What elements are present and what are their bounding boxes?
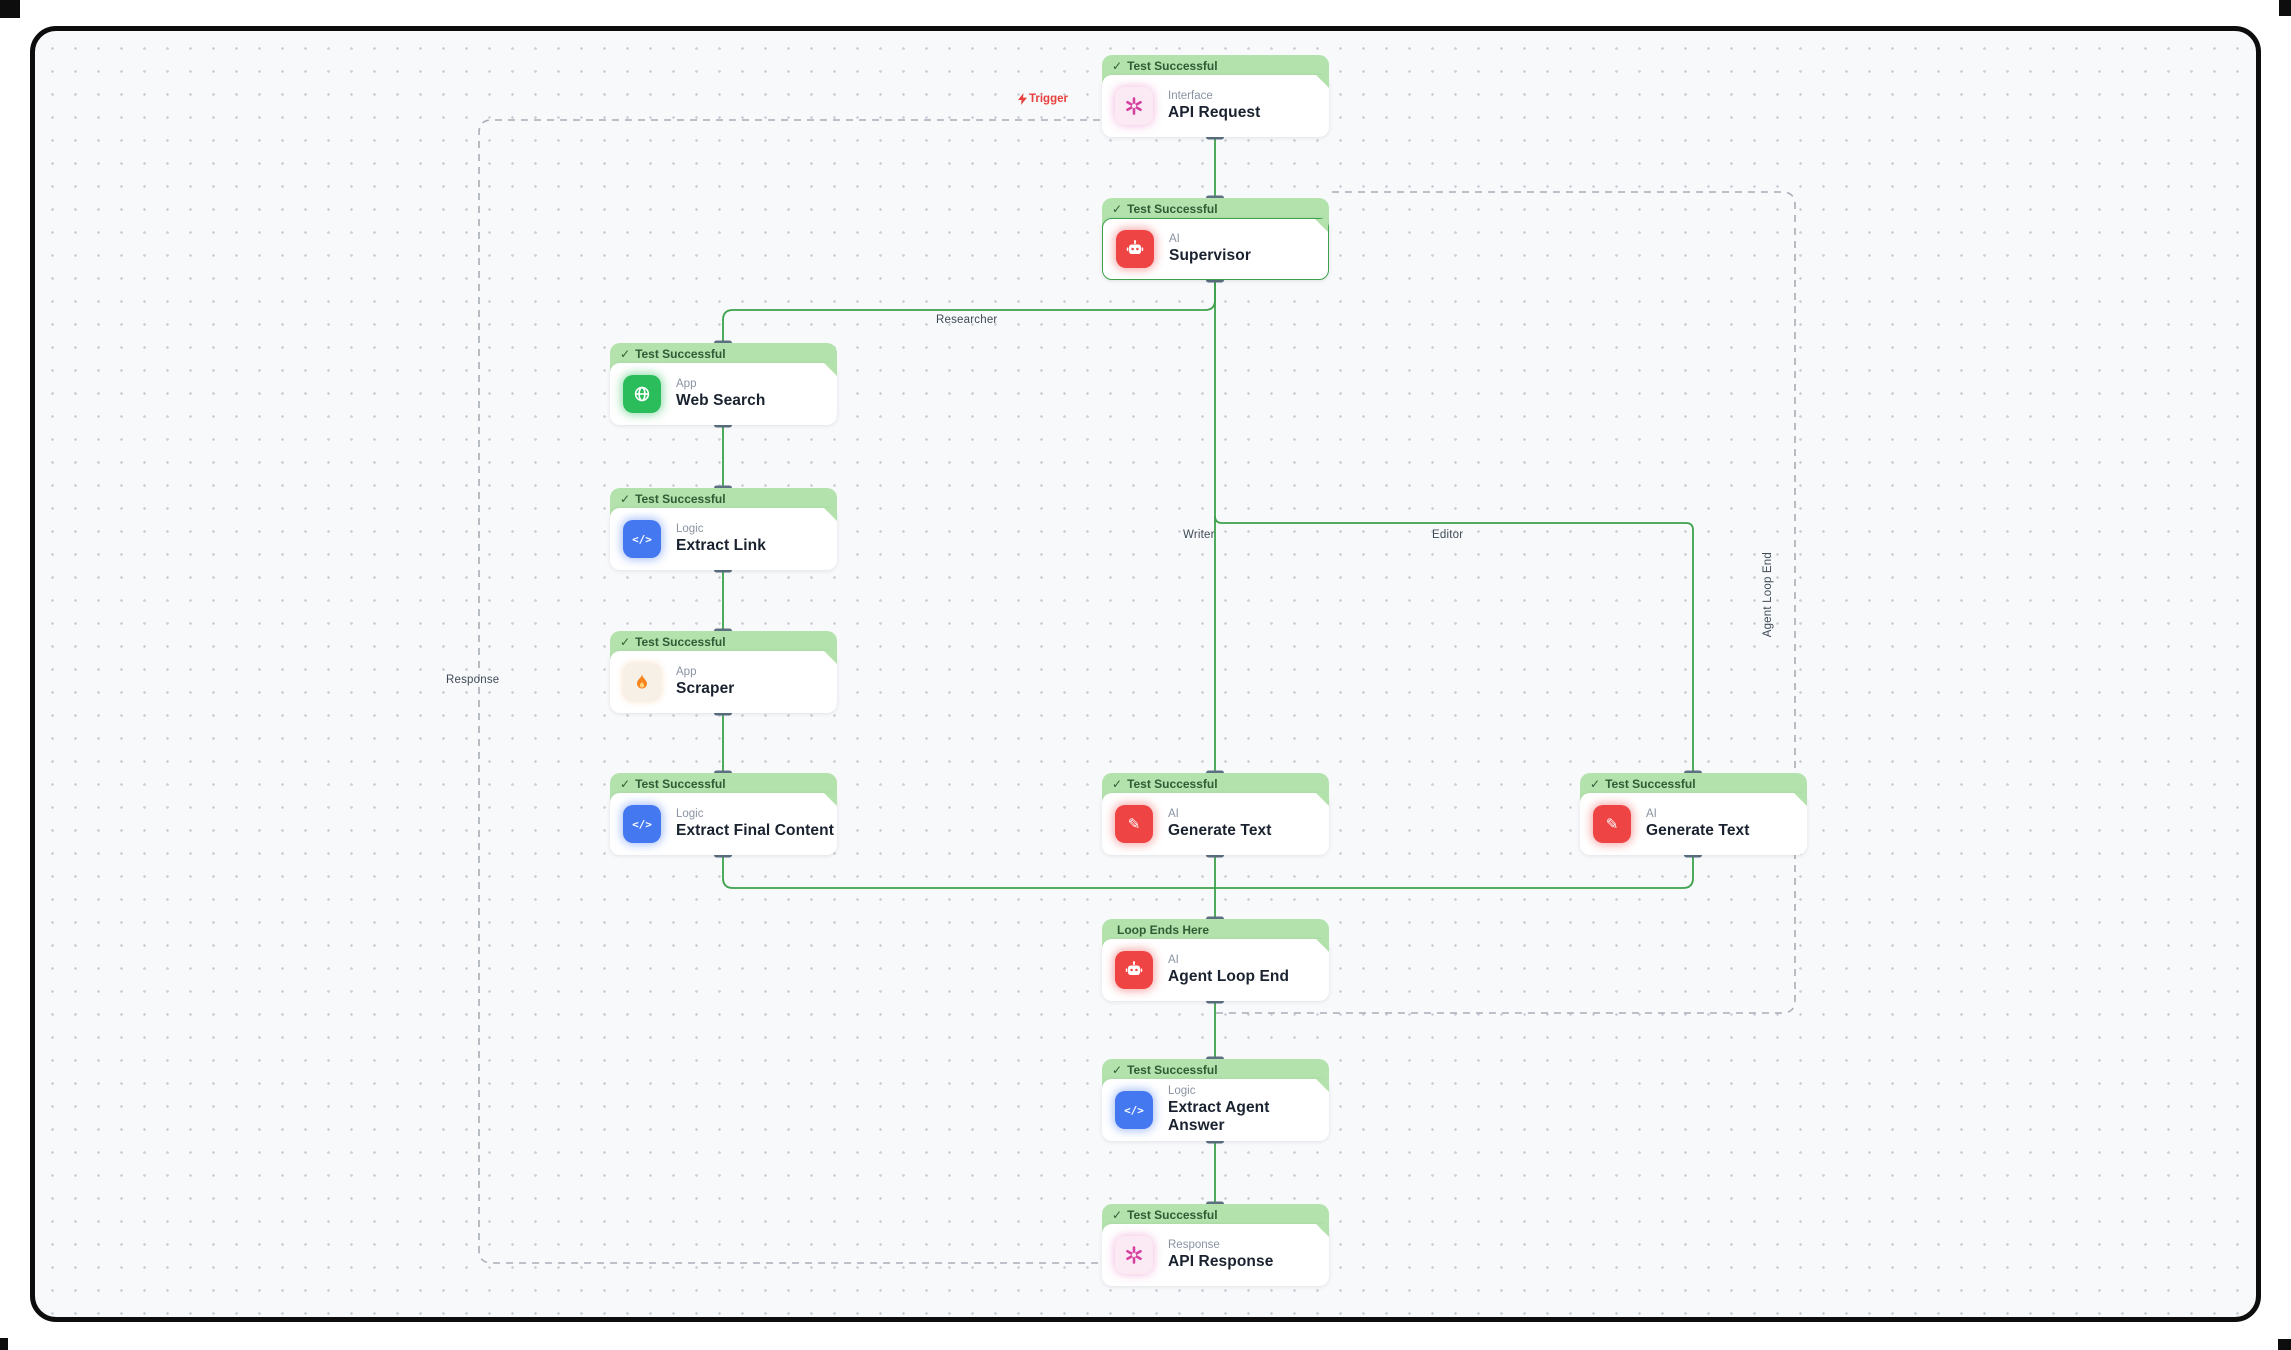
code-icon: </> [1115, 1091, 1153, 1129]
check-icon: ✓ [1590, 777, 1601, 791]
node-category: AI [1168, 954, 1179, 966]
node-generate-text-writer[interactable]: ✓Test Successful ✎ AI Generate Text [1102, 773, 1329, 857]
pen-icon: ✎ [1593, 805, 1631, 843]
node-api-request[interactable]: ✓Test Successful Interface API Request [1102, 55, 1329, 139]
node-title: Web Search [676, 392, 766, 409]
node-web-search[interactable]: ✓Test Successful App Web Search [610, 343, 837, 427]
check-icon: ✓ [620, 777, 631, 791]
researcher-edge-label: Researcher [936, 314, 998, 326]
pen-icon: ✎ [1115, 805, 1153, 843]
corner-artifact-top-right [2279, 0, 2291, 16]
api-star-icon [1115, 87, 1153, 125]
node-category: Logic [676, 523, 704, 535]
check-icon: ✓ [620, 635, 631, 649]
robot-icon [1115, 951, 1153, 989]
check-icon: ✓ [1112, 202, 1123, 216]
node-scraper[interactable]: ✓Test Successful App Scraper [610, 631, 837, 715]
writer-edge-label: Writer [1183, 529, 1215, 541]
agent-loop-end-edge-label: Agent Loop End [1762, 552, 1774, 638]
api-star-icon [1115, 1236, 1153, 1274]
check-icon: ✓ [1112, 59, 1123, 73]
node-category: Logic [1168, 1085, 1196, 1097]
node-title: Extract Agent Answer [1168, 1099, 1270, 1134]
code-icon: </> [623, 805, 661, 843]
node-category: AI [1646, 808, 1657, 820]
node-extract-final-content[interactable]: ✓Test Successful </> Logic Extract Final… [610, 773, 837, 857]
trigger-edge-label: Trigger [1018, 93, 1068, 105]
flame-icon [623, 663, 661, 701]
corner-artifact-bottom-right [2278, 1339, 2291, 1350]
check-icon: ✓ [1112, 1063, 1123, 1077]
check-icon: ✓ [1112, 1208, 1123, 1222]
check-icon: ✓ [1112, 777, 1123, 791]
check-icon: ✓ [620, 347, 631, 361]
code-icon: </> [623, 520, 661, 558]
node-generate-text-editor[interactable]: ✓Test Successful ✎ AI Generate Text [1580, 773, 1807, 857]
node-title: Agent Loop End [1168, 968, 1290, 985]
node-supervisor[interactable]: ✓Test Successful AI Supervisor [1102, 198, 1329, 282]
node-category: App [676, 666, 697, 678]
check-icon: ✓ [620, 492, 631, 506]
editor-edge-label: Editor [1432, 529, 1464, 541]
node-category: Logic [676, 808, 704, 820]
robot-icon [1116, 230, 1154, 268]
node-category: AI [1168, 808, 1179, 820]
node-category: Response [1168, 1239, 1220, 1251]
response-edge-label: Response [446, 674, 500, 686]
node-title: Extract Final Content [676, 822, 834, 839]
node-title: API Response [1168, 1253, 1274, 1270]
node-category: App [676, 378, 697, 390]
node-title: API Request [1168, 104, 1261, 121]
globe-icon [623, 375, 661, 413]
node-title: Generate Text [1168, 822, 1272, 839]
lightning-bolt-icon [1018, 93, 1027, 105]
node-category: AI [1169, 233, 1180, 245]
node-api-response[interactable]: ✓Test Successful Response API Response [1102, 1204, 1329, 1288]
corner-artifact-top-left [0, 0, 20, 18]
node-title: Extract Link [676, 537, 766, 554]
node-extract-agent-answer[interactable]: ✓Test Successful </> Logic Extract Agent… [1102, 1059, 1329, 1143]
node-title: Generate Text [1646, 822, 1750, 839]
node-title: Scraper [676, 680, 735, 697]
corner-artifact-bottom-left [0, 1338, 8, 1350]
node-agent-loop-end[interactable]: Loop Ends Here AI Agent Loop End [1102, 919, 1329, 1003]
node-title: Supervisor [1169, 247, 1251, 264]
node-category: Interface [1168, 90, 1213, 102]
node-extract-link[interactable]: ✓Test Successful </> Logic Extract Link [610, 488, 837, 572]
